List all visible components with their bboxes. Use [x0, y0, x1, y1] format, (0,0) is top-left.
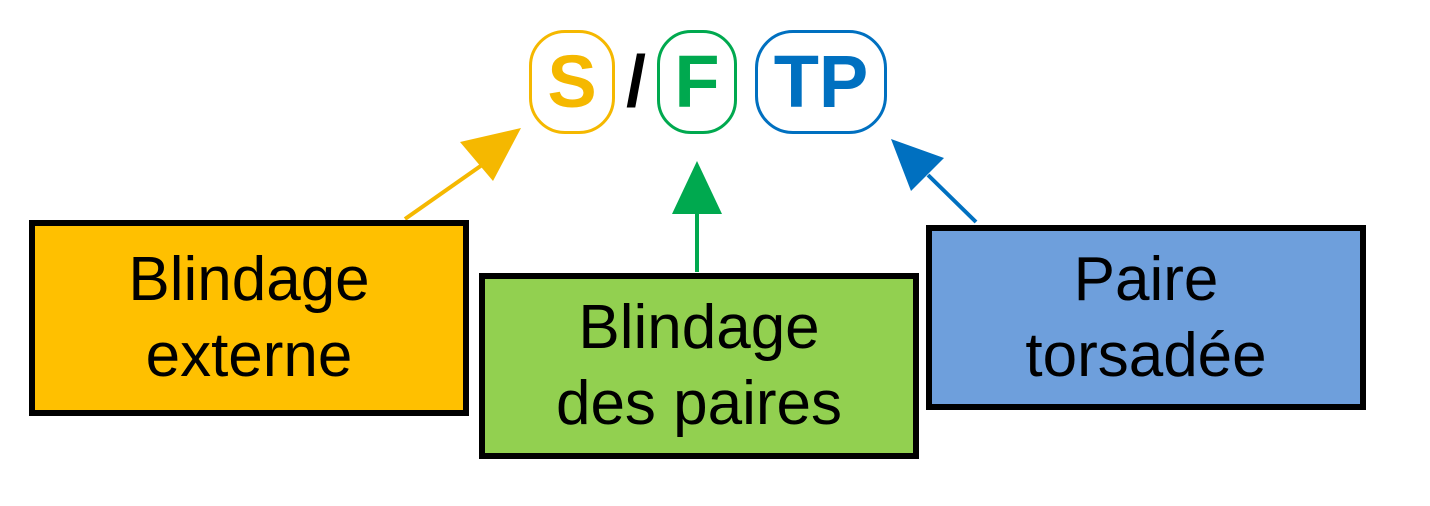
pair-shield-box: Blindage des paires: [479, 273, 919, 459]
arrow-to-f-head: [672, 161, 722, 214]
twisted-pair-label-line1: Paire: [1073, 244, 1219, 314]
arrow-to-tp-head: [891, 139, 944, 191]
outer-shield-box: Blindage externe: [29, 220, 469, 416]
arrow-to-tp: [926, 173, 978, 224]
pair-shield-label-line1: Blindage: [578, 293, 820, 363]
acronym-separator: /: [625, 42, 646, 122]
pair-shield-label-line2: des paires: [555, 369, 843, 438]
twisted-pair-label-line2: torsadée: [1025, 320, 1267, 390]
arrow-to-s-head: [460, 128, 521, 181]
acronym-letters-tp: TP: [755, 30, 887, 134]
outer-shield-label-line2: externe: [145, 321, 353, 390]
twisted-pair-box: Paire torsadée: [926, 225, 1366, 410]
arrow-to-s: [403, 163, 484, 221]
outer-shield-label-line1: Blindage: [128, 245, 370, 315]
acronym-letter-s: S: [529, 30, 615, 134]
acronym-letter-f: F: [657, 30, 737, 134]
